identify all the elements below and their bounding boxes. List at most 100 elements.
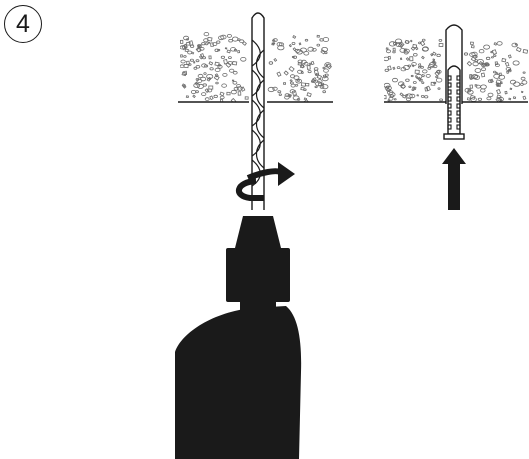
- wall-speckle: [522, 71, 526, 74]
- wall-speckle: [219, 98, 224, 102]
- wall-speckle: [475, 84, 481, 89]
- wall-speckle: [421, 38, 426, 42]
- wall-speckle: [232, 81, 238, 85]
- wall-speckle: [399, 57, 403, 61]
- wall-speckle: [430, 53, 434, 57]
- wall-speckle: [494, 61, 498, 66]
- wall-speckle: [180, 64, 185, 68]
- wall-speckle: [389, 94, 394, 98]
- wall-speckle: [515, 46, 522, 53]
- wall-speckle: [493, 42, 498, 46]
- wall-speckle: [388, 41, 396, 47]
- wall-speckle: [294, 48, 301, 53]
- wall-speckle: [242, 41, 247, 46]
- wall-speckle: [195, 47, 202, 53]
- step-number-badge: 4: [4, 5, 42, 43]
- wall-speckle: [237, 91, 242, 96]
- wall-speckle: [321, 47, 329, 53]
- wall-speckle: [213, 94, 218, 99]
- wall-speckle: [208, 61, 214, 66]
- wall-speckle: [183, 63, 189, 69]
- wall-speckle: [399, 48, 406, 53]
- wall-speckle: [509, 87, 513, 91]
- wall-speckle: [385, 49, 391, 54]
- wall-speckle: [219, 95, 225, 100]
- wall-speckle: [409, 93, 416, 99]
- wall-speckle: [284, 95, 290, 100]
- wall-speckle: [310, 60, 315, 66]
- wall-speckle: [301, 59, 307, 65]
- plug-rib: [447, 75, 452, 81]
- wall-speckle: [308, 62, 312, 66]
- wall-speckle: [392, 66, 396, 70]
- wall-speckle: [183, 55, 187, 58]
- wall-speckle: [199, 46, 205, 51]
- wall-speckle: [300, 82, 307, 87]
- wall-speckle: [393, 98, 397, 101]
- wall-speckle: [215, 81, 219, 85]
- wall-speckle: [321, 76, 329, 82]
- wall-speckle: [223, 59, 228, 65]
- wall-speckle: [231, 79, 235, 82]
- wall-speckle: [472, 61, 479, 67]
- wall-speckle: [180, 45, 186, 50]
- wall-speckle: [466, 97, 471, 101]
- wall-speckle: [236, 84, 242, 88]
- wall-speckle: [493, 70, 497, 74]
- wall-speckle: [292, 55, 297, 59]
- plug-rib: [456, 96, 461, 102]
- wall-speckle: [435, 75, 439, 79]
- wall-speckle: [396, 66, 401, 69]
- wall-speckle: [477, 97, 482, 101]
- wall-speckle: [208, 85, 214, 90]
- wall-speckle: [316, 74, 323, 80]
- wall-speckle: [180, 59, 186, 64]
- wall-speckle: [296, 98, 301, 101]
- wall-speckle: [388, 96, 394, 101]
- wall-speckle: [224, 47, 228, 50]
- wall-speckle: [409, 39, 413, 43]
- wall-speckle: [490, 56, 494, 59]
- wall-speckle: [438, 42, 444, 48]
- wall-speckle: [220, 34, 227, 40]
- wall-speckle: [240, 86, 246, 92]
- wall-speckle: [201, 92, 207, 96]
- wall-speckle: [188, 63, 192, 66]
- wall-speckle: [208, 55, 212, 60]
- wall-speckle: [469, 94, 476, 100]
- plug-rib: [456, 75, 461, 81]
- wall-speckle: [472, 54, 478, 59]
- plug-rib: [447, 103, 452, 109]
- wall-speckle: [385, 47, 389, 50]
- wall-speckle: [180, 54, 183, 58]
- wall-speckle: [508, 68, 512, 72]
- left-wall-section: [178, 31, 333, 103]
- wall-speckle: [203, 38, 209, 43]
- wall-speckle: [418, 41, 422, 45]
- wall-speckle: [226, 91, 231, 96]
- wall-speckle: [421, 81, 425, 84]
- wall-speckle: [425, 74, 431, 78]
- wall-speckle: [424, 95, 429, 99]
- step-number: 4: [16, 9, 30, 38]
- wall-speckle: [203, 31, 210, 37]
- wall-speckle: [439, 98, 444, 102]
- wall-speckle: [399, 92, 404, 97]
- wall-speckle: [197, 45, 201, 48]
- wall-speckle: [292, 35, 297, 39]
- wall-speckle: [314, 85, 318, 89]
- wall-plug: [443, 65, 465, 140]
- wall-speckle: [180, 39, 184, 44]
- wall-speckle: [509, 79, 517, 85]
- wall-speckle: [485, 56, 491, 61]
- wall-speckle: [230, 47, 237, 52]
- plug-rib: [447, 117, 452, 123]
- wall-speckle: [398, 81, 405, 87]
- wall-speckle: [272, 38, 278, 42]
- wall-speckle: [229, 68, 235, 73]
- wall-speckle: [292, 95, 300, 101]
- wall-speckle: [520, 90, 524, 94]
- wall-speckle: [204, 97, 210, 101]
- wall-speckle: [400, 84, 406, 89]
